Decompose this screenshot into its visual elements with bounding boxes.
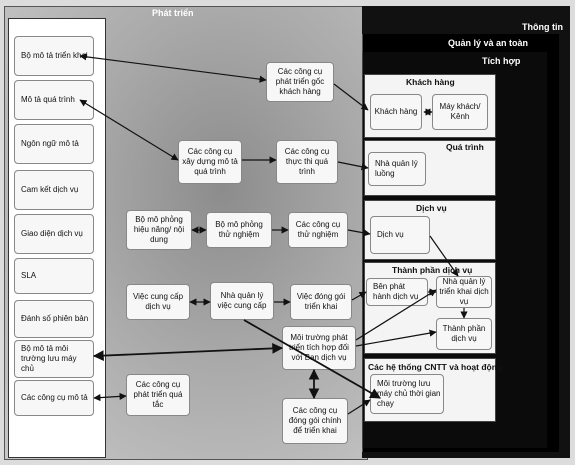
- group-process-title: Quá trình: [446, 142, 484, 152]
- left-item-description-language: Ngôn ngữ mô tả: [14, 124, 94, 164]
- group-service-component-title: Thành phần dịch vụ: [392, 265, 473, 275]
- service-publisher-box: Bên phát hành dịch vụ: [366, 278, 428, 306]
- ops-layer-info-label: Thông tin: [522, 22, 563, 32]
- left-item-process-description: Mô tả quá trình: [14, 80, 94, 120]
- test-tools-box: Các công cụ thử nghiệm: [288, 212, 348, 248]
- ops-layer-security-label: Quản lý và an toàn: [448, 38, 529, 48]
- group-it-systems-title: Các hệ thống CNTT và hoạt động: [368, 362, 503, 372]
- deployment-packaging-box: Việc đóng gói triển khai: [290, 284, 352, 320]
- packaging-tools-box: Các công cụ đóng gói chính để triển khai: [282, 398, 348, 444]
- performance-simulator-box: Bộ mô phỏng hiệu năng/ nội dung: [126, 210, 192, 250]
- group-customer-title: Khách hàng: [406, 77, 455, 87]
- deployment-manager-box: Nhà quản lý triển khai dịch vụ: [436, 276, 492, 308]
- ops-layer-integration-label: Tích hợp: [482, 56, 521, 66]
- integrated-dev-env-box: Môi trường phát triển tích hợp đối với B…: [282, 326, 356, 370]
- flow-manager-box: Nhà quản lý luồng: [368, 152, 426, 186]
- process-builder-tools-box: Các công cụ xây dựng mô tả quá trình: [178, 140, 242, 184]
- provisioning-manager-box: Nhà quản lý việc cung cấp: [210, 282, 274, 320]
- left-item-service-interface: Giao diện dịch vụ: [14, 214, 94, 254]
- development-area-title: Phát triển: [152, 8, 194, 18]
- process-exec-tools-box: Các công cụ thực thi quá trình: [276, 140, 338, 184]
- service-provisioning-box: Việc cung cấp dịch vụ: [126, 284, 190, 320]
- left-item-deployment-descriptor: Bộ mô tả triển khai: [14, 36, 94, 76]
- left-item-description-tools: Các công cụ mô tả: [14, 380, 94, 416]
- service-box: Dịch vụ: [370, 216, 430, 254]
- left-item-sla: SLA: [14, 258, 94, 294]
- client-channel-box: Máy khách/ Kênh: [432, 94, 488, 130]
- service-component-box: Thành phần dịch vụ: [436, 318, 492, 350]
- left-item-hosting-env-descriptor: Bộ mô tả môi trường lưu máy chủ: [14, 340, 94, 378]
- client-dev-tools-box: Các công cụ phát triển gốc khách hàng: [266, 62, 334, 102]
- test-simulator-box: Bộ mô phỏng thử nghiệm: [206, 212, 272, 248]
- rule-dev-tools-box: Các công cụ phát triển quá tắc: [126, 374, 190, 416]
- left-item-service-commitment: Cam kết dịch vụ: [14, 170, 94, 210]
- group-service-title: Dịch vụ: [416, 203, 447, 213]
- customer-box: Khách hàng: [370, 94, 422, 130]
- runtime-hosting-box: Môi trường lưu máy chủ thời gian chạy: [370, 374, 444, 414]
- left-item-versioning: Đánh số phiên bản: [14, 300, 94, 338]
